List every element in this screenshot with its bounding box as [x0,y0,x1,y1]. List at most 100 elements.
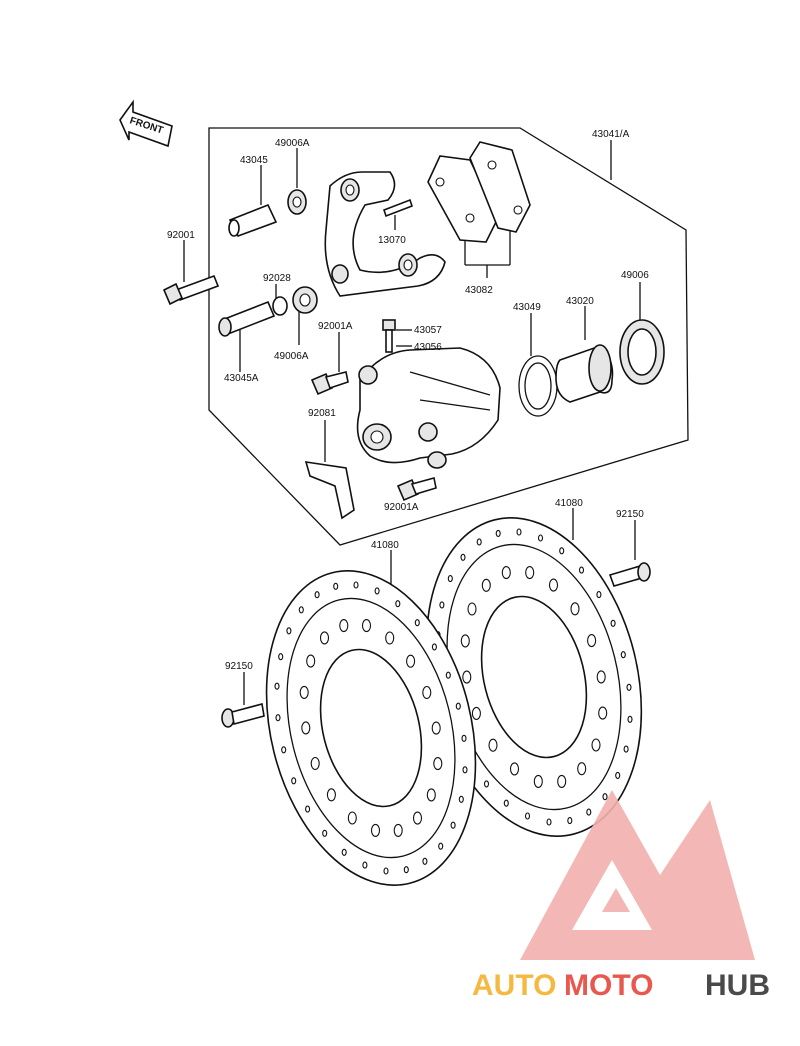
disc-hole [301,721,311,735]
disc-hole [516,528,522,536]
disc-hole [395,600,401,608]
disc-hole [439,601,445,609]
watermark-text: AUTO MOTO HUB [472,969,770,1002]
disc-hole [460,553,466,561]
disc-hole [291,777,297,785]
watermark-logo [520,790,755,960]
label-43045a: 43045A [224,373,259,384]
disc-hole [438,842,444,850]
label-41080-right: 41080 [555,498,583,509]
label-92081: 92081 [308,408,336,419]
disc-hole [471,706,481,720]
disc-hole [626,683,632,691]
disc-hole [447,575,453,583]
disc-hole [374,587,380,595]
label-43041a: 43041/A [592,129,630,140]
label-92001a-lower: 92001A [384,502,419,513]
disc-hole [578,566,585,574]
disc-hole [481,578,491,592]
disc-hole [462,766,468,774]
disc-hole [488,738,498,752]
disc-hole [525,566,535,580]
disc-hole [445,671,451,679]
slide-pin-lower [218,286,318,337]
piston-seal [518,355,558,417]
label-92028: 92028 [263,273,291,284]
boot-upper [287,189,307,215]
disc-hole [422,857,428,865]
disc-hole [467,602,477,616]
disc-hole [319,631,330,645]
label-43045: 43045 [240,155,268,166]
disc-hole [598,706,608,720]
disc-hole [455,702,461,710]
label-43056: 43056 [414,342,442,353]
disc-hole [503,799,509,807]
label-92150-left: 92150 [225,661,253,672]
disc-hole [422,685,432,700]
disc-hole [403,866,409,874]
disc-hole [341,848,347,856]
disc-hole [591,738,601,752]
label-43049: 43049 [513,302,541,313]
disc-hole [298,606,304,614]
brake-disc-left [265,570,477,886]
brake-pads [427,141,531,243]
disc-hole [353,581,359,589]
disc-hole [431,721,441,735]
bleed-valve [382,319,396,353]
disc-hole [385,631,395,645]
disc-hole [483,780,490,788]
disc-hole [524,812,531,820]
disc-hole [557,774,567,788]
disc-hole [347,811,357,825]
disc-hole [362,861,368,869]
disc-hole [620,651,626,659]
watermark-auto: AUTO [472,969,556,1002]
leader-lines [183,140,641,705]
disc-hole [393,823,403,837]
disc-hole [596,591,602,599]
disc-hole [586,808,592,816]
disc-hole [548,578,559,592]
disc-hole [310,756,320,771]
disc-hole [274,682,280,690]
disc-hole [587,634,597,648]
disc-hole [278,653,284,661]
bolt-92001 [162,274,220,306]
dust-seal [619,319,665,385]
label-49006a-lower: 49006A [274,351,309,362]
disc-hole [627,715,633,723]
disc-hole [370,823,381,837]
disc-hole [275,714,281,722]
disc-hole [570,602,580,616]
disc-hole [495,529,501,537]
disc-hole [281,746,287,754]
disc-hole [610,619,616,627]
label-43057: 43057 [414,325,442,336]
disc-hole [306,654,316,668]
caliper-assembly-outline [208,127,689,546]
disc-hole [299,685,309,699]
disc-hole [460,634,470,648]
disc-hole [546,818,552,826]
disc-hole [322,829,328,837]
label-13070: 13070 [378,235,406,246]
watermark-moto: MOTO [564,969,653,1002]
disc-hole [559,547,565,555]
disc-hole [509,762,520,776]
disc-hole [414,619,420,627]
label-43020: 43020 [566,296,594,307]
disc-hole [458,795,464,803]
disc-hole [476,538,482,546]
label-41080-left: 41080 [371,540,399,551]
disc-hole [567,817,573,825]
disc-hole [426,788,436,802]
bolt-92001a-upper [310,371,349,396]
bolt-92001a-lower [396,477,437,502]
disc-hole [462,670,472,684]
disc-bolt-left [221,703,265,728]
brake-disc-right [425,517,643,837]
disc-hole [326,788,336,802]
